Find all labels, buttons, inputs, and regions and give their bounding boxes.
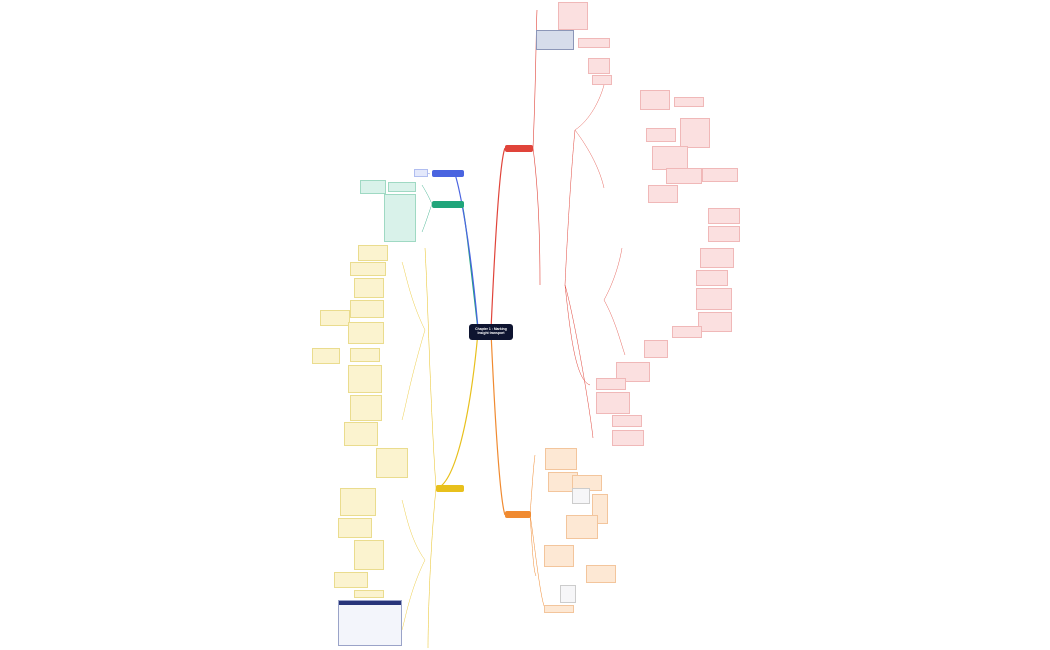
note-block	[354, 590, 384, 598]
branch-green[interactable]	[432, 201, 464, 208]
note-block	[646, 128, 676, 142]
figure-thumbnail	[572, 488, 590, 504]
note-block	[702, 168, 738, 182]
note-block	[666, 168, 702, 184]
note-block	[344, 422, 378, 446]
central-topic[interactable]: Chapter 1 : Marking Insight transport	[469, 324, 513, 340]
note-block	[696, 270, 728, 286]
note-block	[340, 488, 376, 516]
note-block	[700, 248, 734, 268]
note-block	[616, 362, 650, 382]
note-block	[708, 208, 740, 224]
note-block	[348, 365, 382, 393]
note-block	[312, 348, 340, 364]
note-block	[640, 90, 670, 110]
branch-red[interactable]	[505, 145, 533, 152]
note-block	[376, 448, 408, 478]
note-block	[558, 2, 588, 30]
note-block	[384, 194, 416, 242]
note-block	[544, 545, 574, 567]
note-block	[334, 572, 368, 588]
note-block	[388, 182, 416, 192]
note-block	[360, 180, 386, 194]
branch-yellow[interactable]	[436, 485, 464, 492]
note-block	[674, 97, 704, 107]
note-block	[350, 348, 380, 362]
figure-thumbnail	[560, 585, 576, 603]
note-block	[545, 448, 577, 470]
note-block	[354, 278, 384, 298]
note-block	[612, 430, 644, 446]
note-block	[354, 540, 384, 570]
note-block	[320, 310, 350, 326]
screenshot-thumbnail	[536, 30, 574, 50]
note-block	[566, 515, 598, 539]
note-block	[696, 288, 732, 310]
note-block	[596, 392, 630, 414]
note-block	[348, 322, 384, 344]
branch-blue[interactable]	[432, 170, 464, 177]
note-block	[414, 169, 428, 177]
note-block	[652, 146, 688, 170]
note-block	[698, 312, 732, 332]
note-block	[648, 185, 678, 203]
note-block	[350, 262, 386, 276]
note-block	[358, 245, 388, 261]
note-block	[708, 226, 740, 242]
note-block	[586, 565, 616, 583]
note-block	[588, 58, 610, 74]
note-block	[544, 605, 574, 613]
note-block	[644, 340, 668, 358]
note-block	[672, 326, 702, 338]
note-block	[592, 75, 612, 85]
note-block	[596, 378, 626, 390]
note-block	[338, 518, 372, 538]
note-block	[350, 395, 382, 421]
note-block	[350, 300, 384, 318]
branch-orange[interactable]	[505, 511, 531, 518]
note-block	[612, 415, 642, 427]
note-block	[578, 38, 610, 48]
note-block	[680, 118, 710, 148]
summary-table	[338, 600, 402, 646]
summary-table-header	[339, 601, 401, 605]
